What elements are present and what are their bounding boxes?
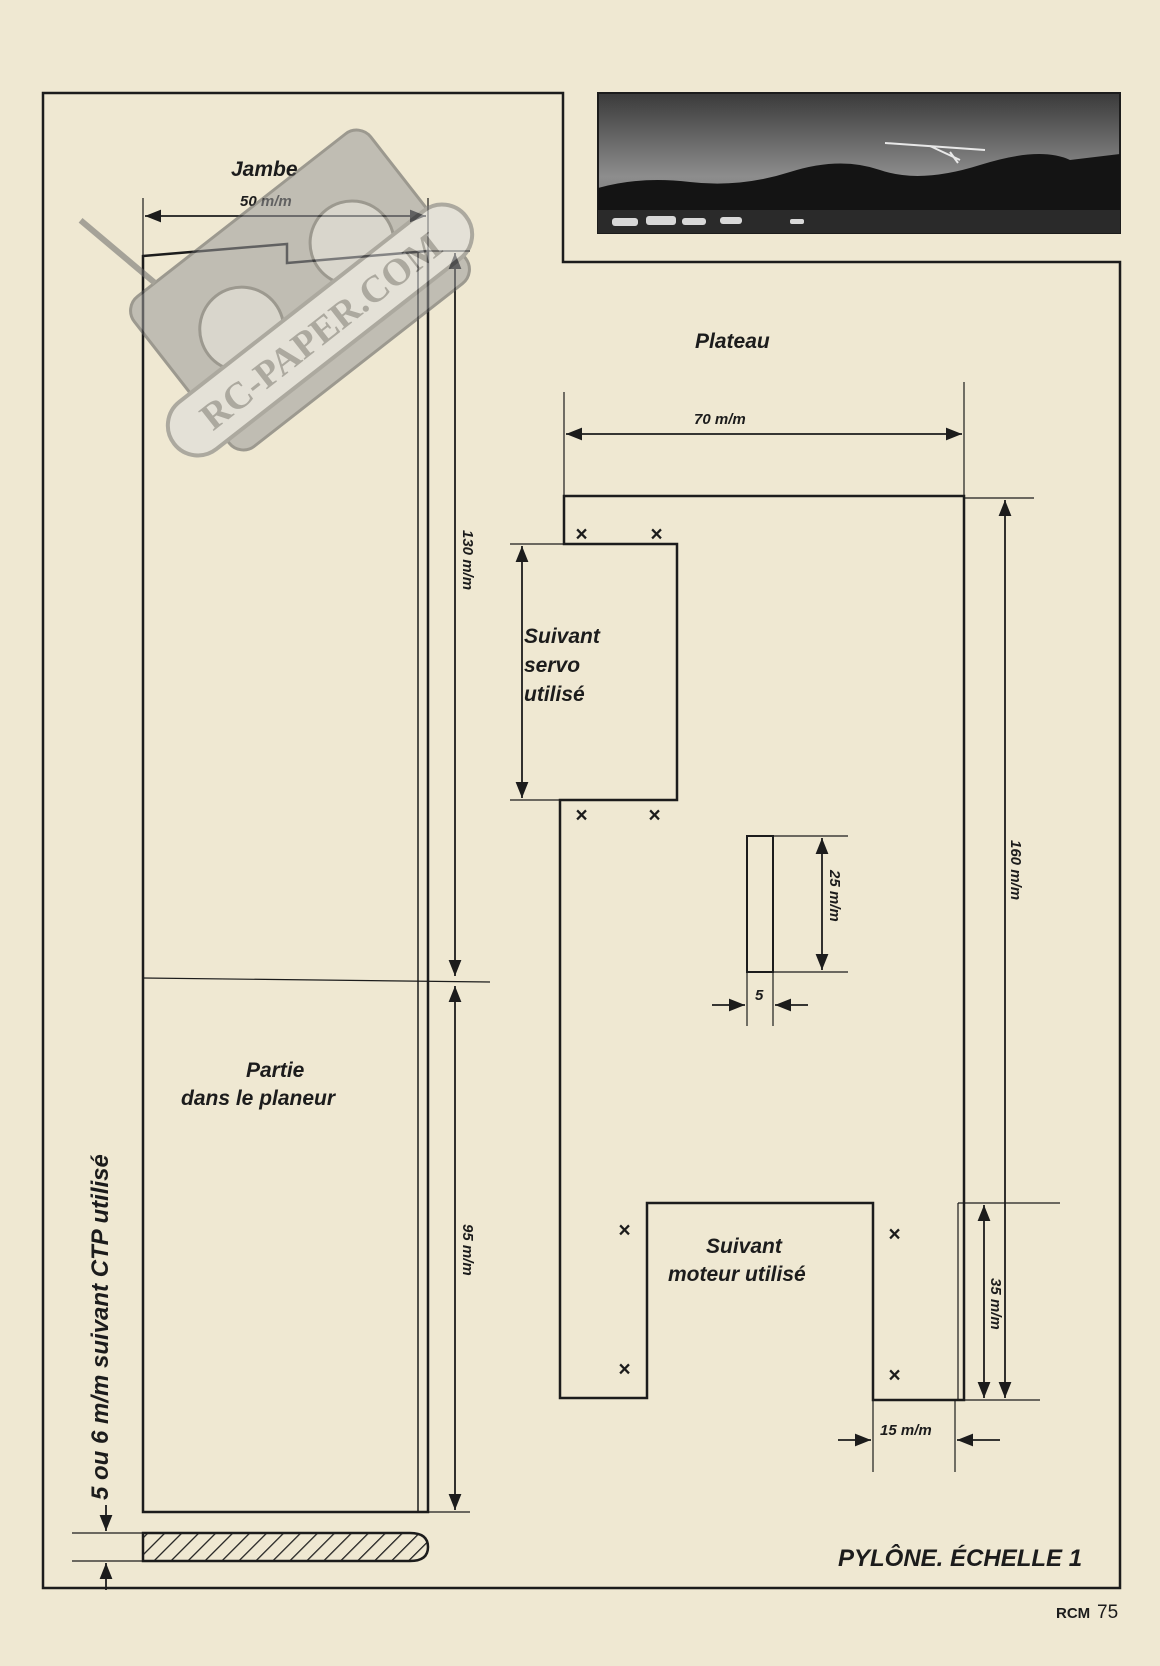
jambe-label: Jambe [231, 158, 298, 181]
magazine-name: RCM [1056, 1605, 1090, 1622]
plateau-height-dimension [964, 497, 1040, 1401]
motor-step-height-label: 35 m/m [987, 1278, 1004, 1330]
jambe-lower-label: 95 m/m [459, 1224, 476, 1276]
servo-label-3: utilisé [524, 683, 585, 706]
mounting-marks: × × × × × × × × [575, 523, 900, 1387]
motor-step-width-label: 15 m/m [880, 1422, 932, 1439]
plateau-width-dimension [563, 382, 965, 535]
slot [746, 835, 774, 973]
page-number: 75 [1097, 1602, 1118, 1623]
jambe-upper-label: 130 m/m [459, 530, 476, 590]
motor-step-width-dimension [838, 1400, 1000, 1472]
slot-height-label: 25 m/m [826, 869, 843, 922]
servo-label-1: Suivant [524, 625, 601, 648]
motor-step-height-dimension [957, 1202, 1060, 1400]
watermark: RC-PAPER.COM [78, 128, 475, 458]
partie-label-2: dans le planeur [181, 1087, 337, 1110]
mounting-mark: × [575, 523, 587, 546]
jambe-height-dimension [428, 250, 470, 1513]
glider-photo-icon [884, 142, 986, 164]
mounting-mark: × [618, 1358, 630, 1381]
moteur-label-1: Suivant [706, 1235, 783, 1258]
glider-photo [597, 92, 1121, 234]
partie-label-1: Partie [246, 1059, 305, 1082]
plateau-width-label: 70 m/m [694, 411, 746, 428]
mounting-mark: × [650, 523, 662, 546]
page-frame [41, 91, 1122, 1590]
plateau-label: Plateau [695, 330, 770, 353]
servo-label-2: servo [524, 654, 580, 677]
thickness-section [72, 1505, 430, 1590]
thickness-label: 5 ou 6 m/m suivant CTP utilisé [87, 1154, 114, 1500]
rc-transmitter-icon [78, 128, 471, 452]
slot-height-dimension [773, 835, 848, 973]
mounting-mark: × [618, 1219, 630, 1242]
figure-caption: PYLÔNE. ÉCHELLE 1 [838, 1544, 1082, 1572]
mounting-mark: × [888, 1223, 900, 1246]
mounting-mark: × [575, 804, 587, 827]
moteur-label-2: moteur utilisé [668, 1263, 806, 1286]
slot-width-label: 5 [755, 987, 764, 1004]
servo-dimension [510, 543, 564, 801]
slot-width-dimension [712, 972, 808, 1026]
mounting-mark: × [648, 804, 660, 827]
mounting-mark: × [888, 1364, 900, 1387]
plateau-height-label: 160 m/m [1007, 840, 1024, 900]
